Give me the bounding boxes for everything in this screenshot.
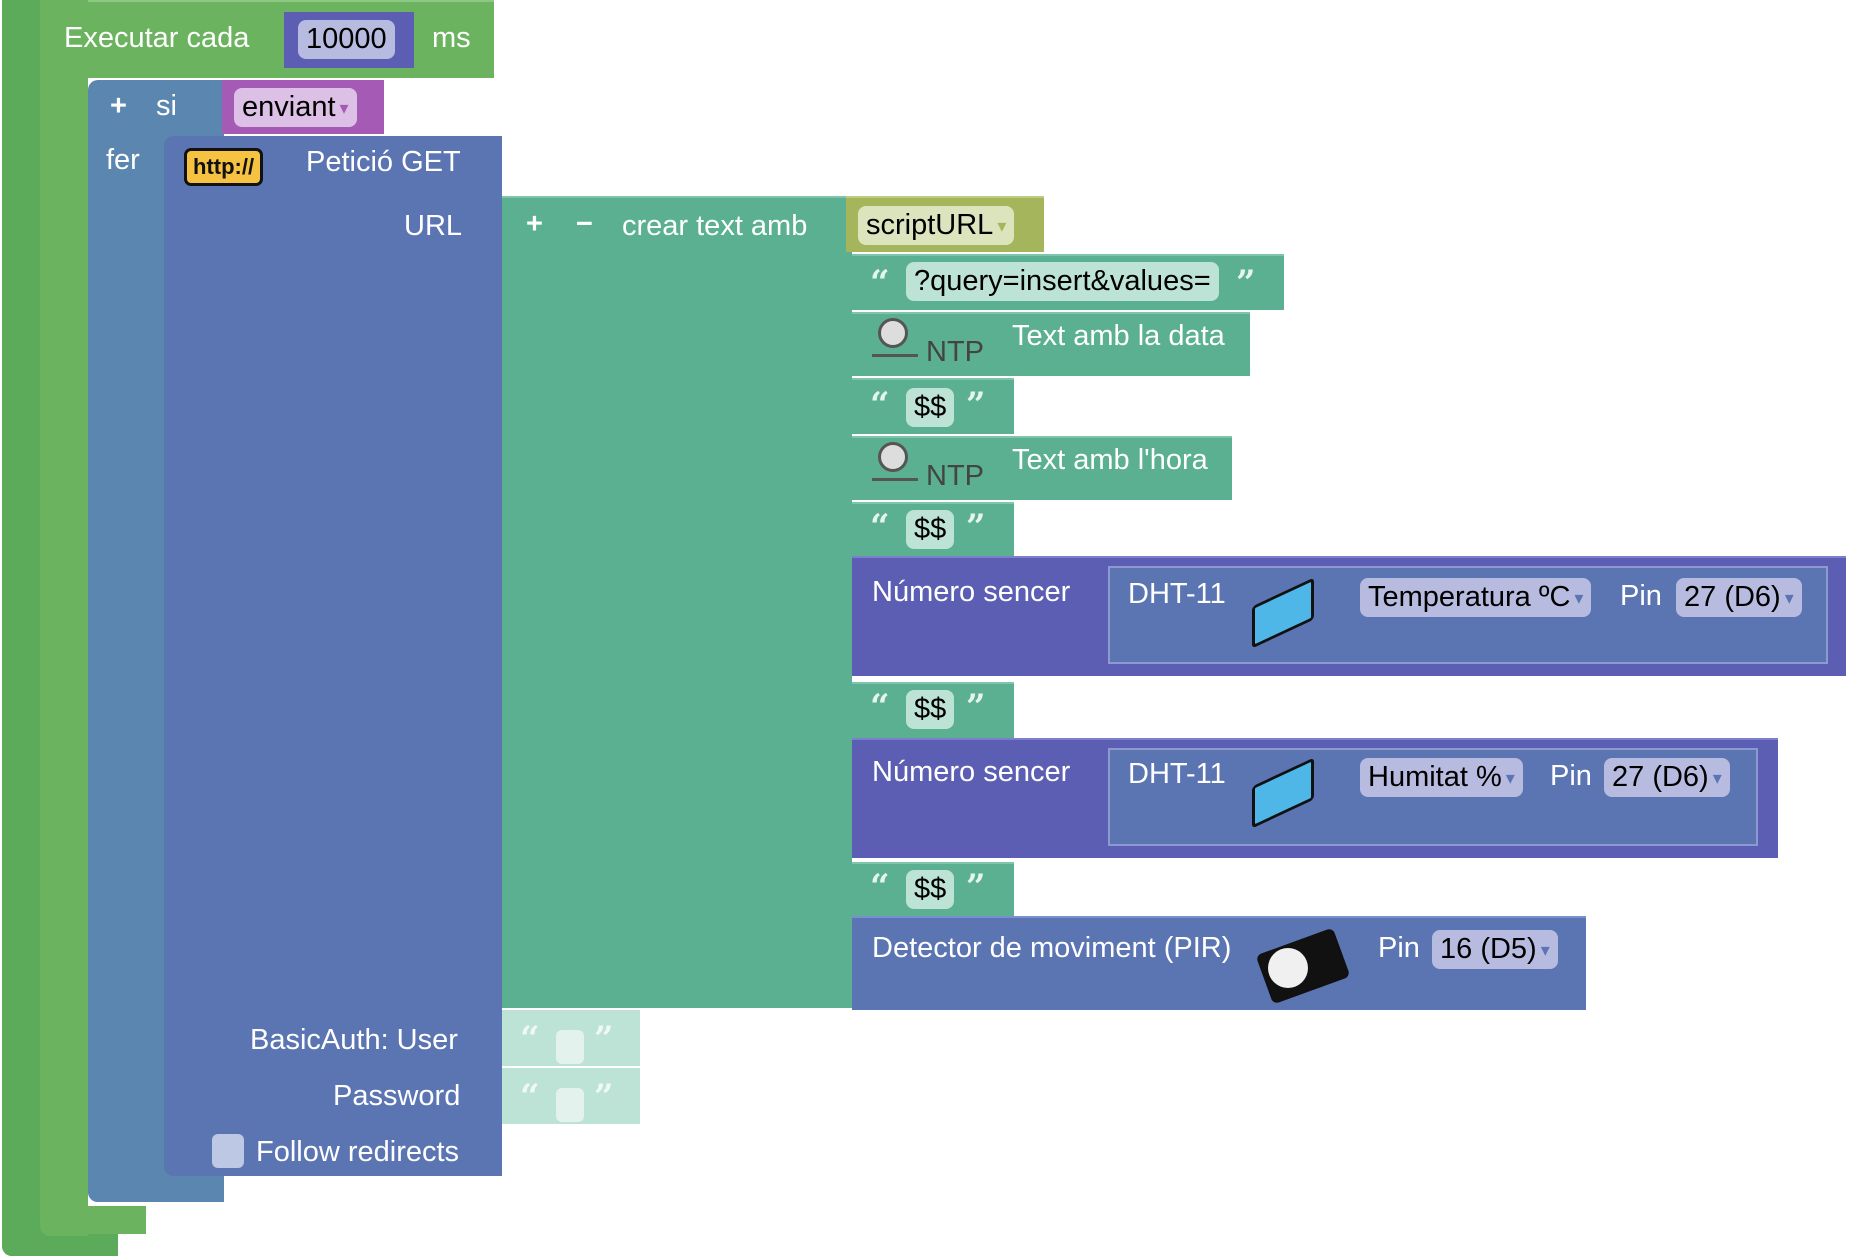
dropdown-arrow-icon: ▾ bbox=[1712, 768, 1722, 789]
dropdown-arrow-icon: ▾ bbox=[1540, 940, 1550, 961]
open-quote-icon: “ bbox=[520, 1019, 540, 1059]
timer-label: Executar cada bbox=[64, 22, 250, 54]
pin-dropdown[interactable]: 16 (D5)▾ bbox=[1432, 930, 1558, 969]
close-quote-icon: ” bbox=[966, 507, 986, 547]
measure-dropdown[interactable]: Temperatura ºC▾ bbox=[1360, 578, 1592, 617]
join-label: crear text amb bbox=[622, 210, 808, 242]
dropdown-arrow-icon: ▾ bbox=[1784, 588, 1794, 609]
follow-redirects-checkbox[interactable] bbox=[212, 1134, 244, 1168]
close-quote-icon: ” bbox=[594, 1019, 614, 1059]
join-text-block[interactable] bbox=[502, 196, 852, 1008]
close-quote-icon: ” bbox=[594, 1077, 614, 1117]
dropdown-arrow-icon: ▾ bbox=[1574, 588, 1584, 609]
if-label: si bbox=[156, 90, 177, 122]
timer-block-foot bbox=[40, 1206, 146, 1234]
script-url-value: scriptURL bbox=[866, 209, 994, 241]
dropdown-arrow-icon: ▾ bbox=[1505, 768, 1515, 789]
ntp-time-block[interactable] bbox=[852, 436, 1232, 500]
timer-unit: ms bbox=[432, 22, 471, 54]
close-quote-icon: ” bbox=[1236, 263, 1256, 303]
outer-block-foot bbox=[2, 1232, 118, 1256]
integer-label: Número sencer bbox=[872, 756, 1071, 788]
condition-variable-dropdown[interactable]: enviant▾ bbox=[234, 88, 357, 127]
script-url-dropdown[interactable]: scriptURL▾ bbox=[858, 206, 1015, 245]
timer-block[interactable] bbox=[40, 0, 494, 78]
ntp-time-label: Text amb l'hora bbox=[1012, 444, 1208, 476]
pin-value: 27 (D6) bbox=[1684, 581, 1781, 613]
ntp-date-block[interactable] bbox=[852, 312, 1250, 376]
ntp-base-icon bbox=[872, 354, 918, 357]
pin-dropdown[interactable]: 27 (D6)▾ bbox=[1604, 758, 1730, 797]
plus-icon[interactable]: + bbox=[110, 90, 127, 122]
separator-text-input[interactable]: $$ bbox=[906, 388, 955, 427]
pin-value: 27 (D6) bbox=[1612, 761, 1709, 793]
ntp-badge: NTP bbox=[926, 460, 984, 492]
http-title: Petició GET bbox=[306, 146, 461, 178]
query-text-input[interactable]: ?query=insert&values= bbox=[906, 262, 1219, 301]
if-block-foot bbox=[88, 1176, 224, 1202]
pin-dropdown[interactable]: 27 (D6)▾ bbox=[1676, 578, 1802, 617]
user-input[interactable] bbox=[556, 1030, 584, 1064]
url-label: URL bbox=[404, 210, 463, 242]
follow-redirects-label: Follow redirects bbox=[256, 1136, 460, 1168]
do-label: fer bbox=[106, 144, 140, 176]
integer-label: Número sencer bbox=[872, 576, 1071, 608]
ntp-base-icon bbox=[872, 478, 918, 481]
measure-value: Humitat % bbox=[1368, 761, 1502, 793]
ntp-badge: NTP bbox=[926, 336, 984, 368]
dht11-label: DHT-11 bbox=[1128, 578, 1226, 610]
open-quote-icon: “ bbox=[870, 687, 890, 727]
http-get-block[interactable] bbox=[164, 136, 502, 1176]
pin-label: Pin bbox=[1550, 760, 1592, 792]
open-quote-icon: “ bbox=[870, 263, 890, 303]
interval-input[interactable]: 10000 bbox=[298, 20, 395, 59]
pir-label: Detector de moviment (PIR) bbox=[872, 932, 1232, 964]
http-badge: http:// bbox=[184, 148, 264, 186]
pin-label: Pin bbox=[1620, 580, 1662, 612]
ntp-date-label: Text amb la data bbox=[1012, 320, 1225, 352]
join-add-input-button[interactable]: + bbox=[526, 208, 543, 240]
open-quote-icon: “ bbox=[870, 385, 890, 425]
dht11-label: DHT-11 bbox=[1128, 758, 1226, 790]
ntp-clock-icon bbox=[878, 318, 908, 348]
basicauth-user-label: BasicAuth: User bbox=[250, 1024, 458, 1056]
pin-value: 16 (D5) bbox=[1440, 933, 1537, 965]
open-quote-icon: “ bbox=[870, 867, 890, 907]
pin-label: Pin bbox=[1378, 932, 1420, 964]
open-quote-icon: “ bbox=[520, 1077, 540, 1117]
close-quote-icon: ” bbox=[966, 385, 986, 425]
dropdown-arrow-icon: ▾ bbox=[339, 98, 349, 119]
condition-variable-value: enviant bbox=[242, 91, 336, 123]
separator-text-input[interactable]: $$ bbox=[906, 510, 955, 549]
measure-value: Temperatura ºC bbox=[1368, 581, 1571, 613]
separator-text-input[interactable]: $$ bbox=[906, 690, 955, 729]
measure-dropdown[interactable]: Humitat %▾ bbox=[1360, 758, 1523, 797]
close-quote-icon: ” bbox=[966, 687, 986, 727]
timer-block-strip bbox=[40, 0, 88, 1236]
open-quote-icon: “ bbox=[870, 507, 890, 547]
ntp-clock-icon bbox=[878, 442, 908, 472]
close-quote-icon: ” bbox=[966, 867, 986, 907]
password-input[interactable] bbox=[556, 1088, 584, 1122]
password-label: Password bbox=[333, 1080, 461, 1112]
separator-text-input[interactable]: $$ bbox=[906, 870, 955, 909]
join-remove-input-button[interactable]: − bbox=[576, 208, 593, 240]
pir-dome-icon bbox=[1268, 948, 1308, 988]
dropdown-arrow-icon: ▾ bbox=[997, 216, 1007, 237]
